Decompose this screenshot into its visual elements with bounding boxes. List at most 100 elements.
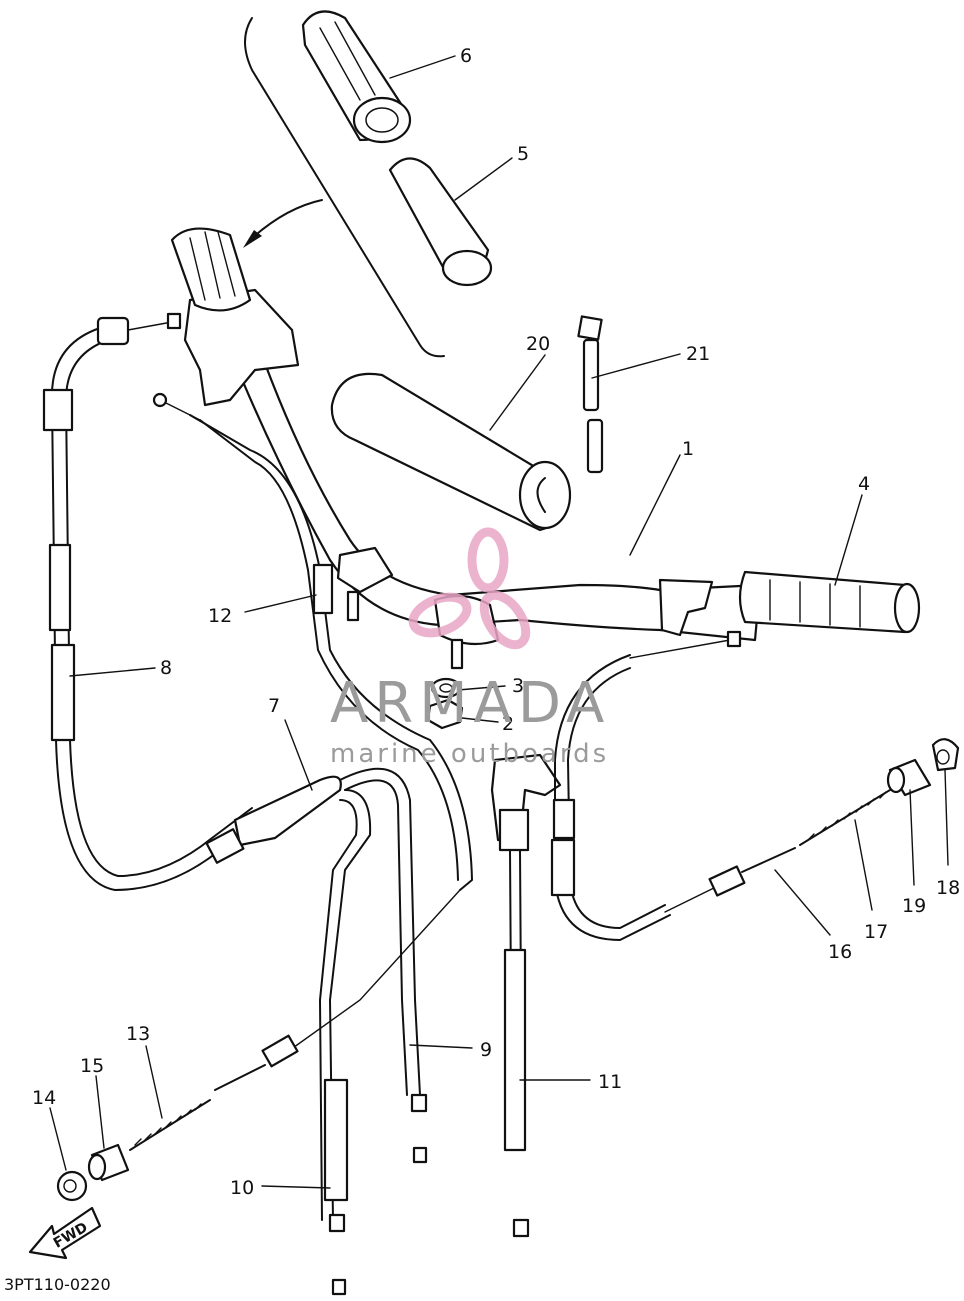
cable-10-nipple-2 xyxy=(331,1278,347,1296)
cable-13 xyxy=(289,889,461,1051)
leader-18 xyxy=(944,769,949,866)
leader-20 xyxy=(489,354,546,431)
spring-13 xyxy=(214,1064,266,1091)
clutch-cable-inner xyxy=(65,339,253,877)
clutch-cable-adjuster xyxy=(96,316,130,346)
handlebar-left-end xyxy=(183,288,300,407)
callout-20: 20 xyxy=(526,333,550,355)
lever-bracket xyxy=(658,578,714,637)
leader-4 xyxy=(834,494,863,586)
leader-7 xyxy=(284,719,313,791)
nut xyxy=(426,698,464,730)
speedometer-fitting-body xyxy=(498,808,530,852)
callout-9: 9 xyxy=(480,1039,492,1061)
brake-cable-end xyxy=(629,639,731,659)
cable-9-nipple xyxy=(412,1146,428,1164)
washer-hole xyxy=(439,683,453,693)
exploded-view-arrowhead xyxy=(243,230,262,248)
callout-14: 14 xyxy=(32,1087,56,1109)
clutch-cable-end xyxy=(127,321,173,331)
grip-sleeve xyxy=(388,157,493,287)
throttle-grip xyxy=(738,570,921,634)
adjuster-19 xyxy=(886,758,932,797)
adjuster-14 xyxy=(56,1170,88,1202)
leader-1 xyxy=(629,454,681,556)
cable-12-end-nipple xyxy=(152,392,168,408)
callout-11: 11 xyxy=(598,1071,622,1093)
throttle-cable-9-inner xyxy=(344,779,408,1096)
leader-14 xyxy=(49,1107,67,1171)
cable-12-collar xyxy=(312,563,334,615)
adjuster-15 xyxy=(87,1143,130,1182)
leader-10 xyxy=(261,1185,331,1189)
brake-cable-collar xyxy=(552,798,576,840)
brake-cable-sleeve xyxy=(550,838,576,897)
watermark-brand: ARMADA xyxy=(330,671,610,736)
callout-18: 18 xyxy=(936,877,960,899)
grip-6 xyxy=(301,10,412,144)
bar-cover xyxy=(330,372,572,532)
leader-6 xyxy=(389,55,456,79)
cable-12-end xyxy=(159,399,201,421)
callout-1: 1 xyxy=(682,438,694,460)
clutch-cable-boot xyxy=(42,388,74,432)
callout-4: 4 xyxy=(858,473,870,495)
leader-15 xyxy=(95,1075,105,1149)
cable-12-inner xyxy=(199,419,459,881)
leader-13 xyxy=(145,1045,163,1119)
callout-19: 19 xyxy=(902,895,926,917)
exploded-view-bracket xyxy=(244,17,445,358)
callout-8: 8 xyxy=(160,657,172,679)
clutch-cable-sleeve-2 xyxy=(50,643,76,742)
cable-9-end xyxy=(410,1093,428,1113)
clutch-cable xyxy=(50,327,261,891)
holder-clamp-left xyxy=(336,546,394,622)
forward-arrow: FWD xyxy=(28,1206,102,1260)
leader-3 xyxy=(457,685,506,691)
spring-16 xyxy=(741,847,796,873)
callout-17: 17 xyxy=(864,921,888,943)
leader-5 xyxy=(454,157,513,201)
leader-19 xyxy=(909,789,915,886)
callout-5: 5 xyxy=(517,143,529,165)
cable-12 xyxy=(189,414,473,891)
leader-9 xyxy=(409,1044,473,1049)
brake-cable xyxy=(554,654,671,941)
brake-cable-inner xyxy=(567,667,666,929)
leader-17 xyxy=(854,819,873,911)
adjuster-18 xyxy=(931,738,960,772)
leader-16 xyxy=(774,869,831,936)
rod-17-coils xyxy=(807,791,887,841)
armada-logo-icon xyxy=(408,527,531,650)
callout-2: 2 xyxy=(502,713,514,735)
callout-13: 13 xyxy=(126,1023,150,1045)
callout-6: 6 xyxy=(460,45,472,67)
clutch-cable-end-nipple xyxy=(166,312,182,330)
leader-8 xyxy=(69,667,156,677)
callout-16: 16 xyxy=(828,941,852,963)
callout-3: 3 xyxy=(512,675,524,697)
callout-7: 7 xyxy=(268,695,280,717)
cable-10-end xyxy=(323,1078,349,1202)
leader-21 xyxy=(591,353,681,379)
rod-13-coils xyxy=(134,1103,202,1146)
left-grip-on-bar xyxy=(170,227,252,312)
throttle-cable-10 xyxy=(329,789,372,1221)
brake-cable-inner-wire xyxy=(664,884,721,913)
leader-2 xyxy=(461,717,499,723)
brake-cable-ferrule xyxy=(708,865,746,897)
cable-13-ferrule xyxy=(261,1034,299,1068)
callout-21: 21 xyxy=(686,343,710,365)
cable-clip xyxy=(577,315,604,474)
clutch-cable-sleeve xyxy=(48,543,72,632)
drawing-code: 3PT110-0220 xyxy=(4,1275,111,1294)
leader-12 xyxy=(244,594,317,613)
throttle-cable-9 xyxy=(339,767,421,1096)
brake-cable-end-nipple xyxy=(726,630,742,648)
watermark-tagline: marine outboards xyxy=(330,739,609,769)
speedometer-cable-11-nipple xyxy=(512,1218,530,1238)
callout-15: 15 xyxy=(80,1055,104,1077)
throttle-cable-10-inner xyxy=(319,799,358,1221)
